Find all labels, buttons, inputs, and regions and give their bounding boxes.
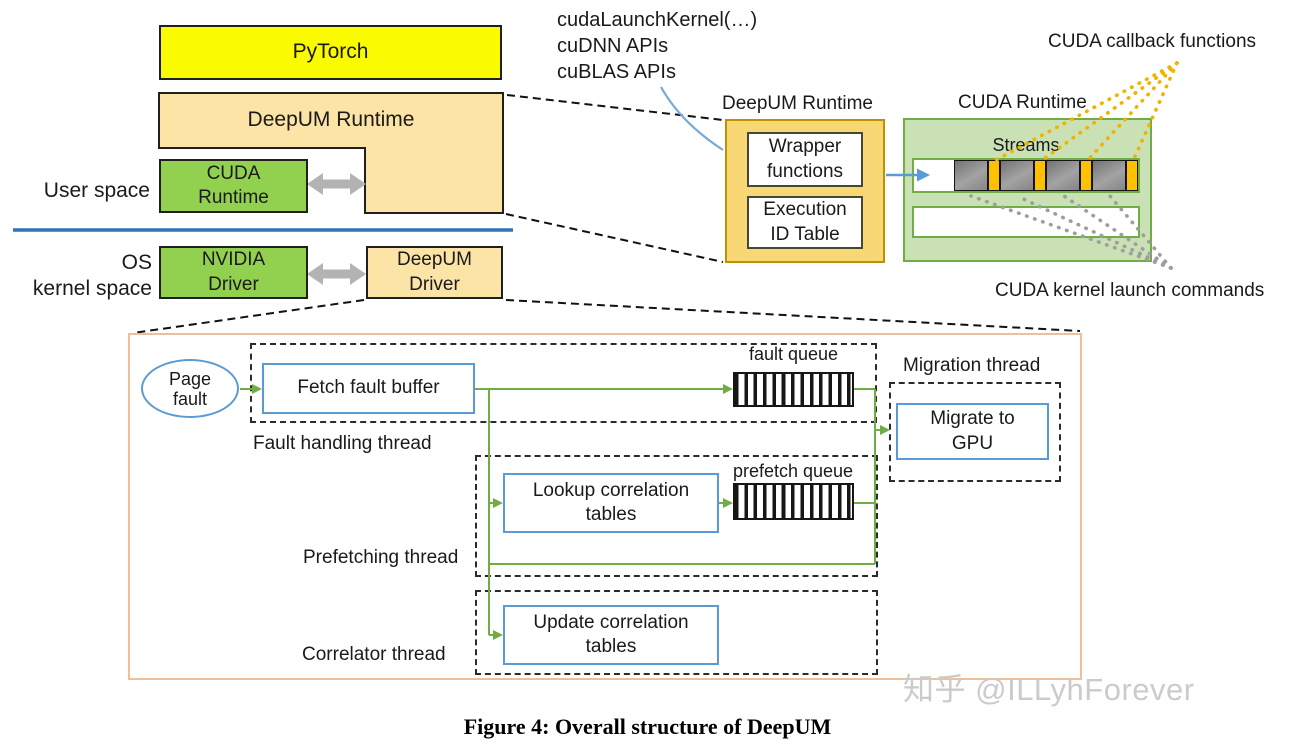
- cuda-detail-title: CUDA Runtime: [958, 92, 1087, 113]
- lookup-line2: tables: [585, 504, 637, 525]
- stream-bar: [912, 158, 1140, 193]
- api-calls-text: cudaLaunchKernel(…) cuDNN APIs cuBLAS AP…: [557, 7, 837, 85]
- api-line-cudnn: cuDNN APIs: [557, 35, 669, 57]
- cuda-runtime-line1: CUDA: [206, 162, 261, 184]
- fault-handling-thread-rect: [250, 343, 877, 423]
- update-line1: Update correlation: [533, 611, 689, 633]
- figure-caption: Figure 4: Overall structure of DeepUM: [463, 714, 832, 739]
- stream-kernel-blocks: [954, 160, 1138, 191]
- wrapper-functions-box: Wrapper functions: [747, 132, 863, 187]
- nvidia-driver-line2: Driver: [208, 273, 259, 295]
- cuda-callback-label: CUDA callback functions: [1048, 31, 1257, 52]
- page-fault-ellipse: Page fault: [141, 359, 239, 418]
- migration-thread-rect: [889, 382, 1061, 482]
- prefetch-queue: [733, 483, 854, 520]
- fault-queue: [733, 372, 854, 407]
- kernel-block: [1000, 160, 1034, 191]
- os-label-line2: kernel space: [32, 277, 152, 300]
- nvidia-driver-box: NVIDIA Driver: [159, 246, 308, 299]
- zoom-line-runtime-bottom: [505, 213, 724, 263]
- cuda-runtime-line2: Runtime: [198, 187, 269, 208]
- os-kernel-space-label: OS kernel space: [2, 250, 152, 302]
- wrapper-line1: Wrapper: [768, 136, 842, 158]
- correlator-thread-label: Correlator thread: [302, 644, 446, 665]
- prefetching-thread-rect: [475, 455, 878, 577]
- watermark: 知乎 @ILLyhForever: [903, 672, 1195, 707]
- callback-slot: [1126, 160, 1138, 191]
- execution-line2: ID Table: [770, 223, 840, 245]
- correlator-thread-rect: [475, 590, 878, 675]
- driver-detail-box: [128, 333, 1082, 680]
- migrate-to-gpu-box: Migrate to GPU: [896, 403, 1049, 460]
- prefetching-thread-label: Prefetching thread: [303, 547, 459, 568]
- runtime-detail-title: DeepUM Runtime: [722, 93, 873, 114]
- wrapper-line2: functions: [766, 160, 844, 182]
- callback-slot: [1034, 160, 1046, 191]
- fetch-fault-buffer-label: Fetch fault buffer: [297, 377, 440, 399]
- migrate-line2: GPU: [951, 432, 994, 454]
- callback-slot: [988, 160, 1000, 191]
- zoom-line-driver-left: [132, 299, 365, 334]
- pytorch-label: PyTorch: [292, 40, 369, 64]
- deepum-driver-box: DeepUM Driver: [366, 246, 503, 299]
- fetch-fault-buffer-box: Fetch fault buffer: [262, 363, 475, 414]
- user-space-label: User space: [43, 179, 150, 202]
- execution-id-table-box: Execution ID Table: [747, 196, 863, 249]
- kernel-block: [1046, 160, 1080, 191]
- streams-label: Streams: [992, 135, 1060, 155]
- double-arrow-icon: [307, 263, 366, 285]
- pytorch-box: PyTorch: [159, 25, 502, 80]
- nvidia-driver-line1: NVIDIA: [201, 249, 266, 271]
- cuda-kernel-launch-label: CUDA kernel launch commands: [995, 280, 1265, 301]
- lookup-correlation-tables-box: Lookup correlation tables: [503, 473, 719, 533]
- deepum-driver-line2: Driver: [409, 273, 460, 295]
- api-curve-arrow: [660, 86, 724, 151]
- empty-stream-bar: [912, 206, 1140, 238]
- api-line-cudalaunchkernel: cudaLaunchKernel(…): [557, 9, 758, 31]
- execution-line1: Execution: [763, 199, 847, 221]
- zoom-line-runtime-top: [506, 94, 724, 121]
- callback-slot: [1080, 160, 1092, 191]
- migrate-line1: Migrate to: [930, 408, 1015, 430]
- lookup-line1: Lookup correlation: [532, 479, 690, 501]
- zoom-line-driver-right: [505, 299, 1081, 332]
- migration-thread-label: Migration thread: [903, 355, 1041, 376]
- fault-queue-label: fault queue: [748, 344, 839, 364]
- kernel-block: [1092, 160, 1126, 191]
- cuda-runtime-box: CUDA Runtime: [159, 159, 308, 213]
- update-correlation-tables-box: Update correlation tables: [503, 605, 719, 665]
- deepum-runtime-box-label: DeepUM Runtime: [247, 108, 415, 131]
- kernel-block: [954, 160, 988, 191]
- prefetch-queue-label: prefetch queue: [732, 461, 854, 481]
- fault-handling-thread-label: Fault handling thread: [253, 433, 432, 454]
- page-fault-line1: Page: [168, 368, 212, 389]
- page-fault-line2: fault: [172, 388, 208, 409]
- api-line-cublas: cuBLAS APIs: [557, 61, 676, 83]
- os-label-line1: OS: [121, 251, 152, 274]
- update-line2: tables: [585, 636, 637, 657]
- deepum-driver-line1: DeepUM: [397, 249, 472, 271]
- double-arrow-icon: [307, 173, 366, 195]
